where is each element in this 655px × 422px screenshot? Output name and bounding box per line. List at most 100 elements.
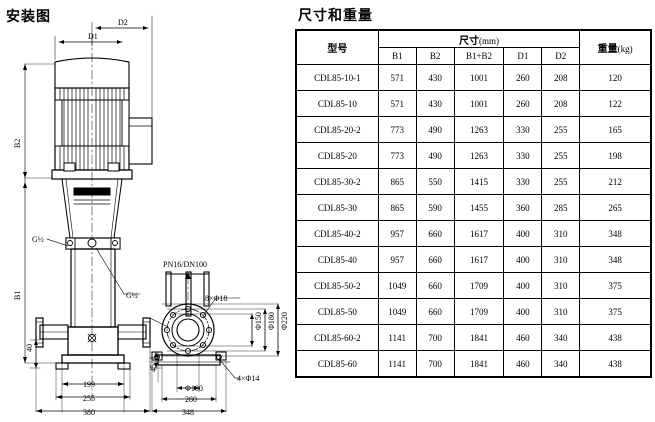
cell-model: CDL85-20-2	[296, 116, 379, 143]
cell-b1: 773	[377, 116, 417, 143]
cell-weight: 348	[579, 220, 651, 247]
cell-d2: 208	[541, 90, 581, 117]
dia-180: Φ180	[267, 312, 276, 330]
cell-d1: 400	[503, 220, 543, 247]
cell-model: CDL85-50	[296, 298, 379, 325]
cell-b1: 1141	[377, 350, 417, 377]
cell-b1: 865	[377, 194, 417, 221]
cell-weight: 198	[579, 142, 651, 169]
cell-d1: 400	[503, 246, 543, 273]
cell-b1: 571	[377, 90, 417, 117]
cell-d2: 255	[541, 116, 581, 143]
cell-b1-plus-b2: 1455	[453, 194, 505, 221]
cell-weight: 375	[579, 272, 651, 299]
cell-d1: 260	[503, 64, 543, 91]
header-dimensions-unit: (mm)	[479, 35, 499, 46]
dim-255: 255	[83, 394, 95, 403]
dim-d2: D2	[118, 18, 128, 27]
cell-b1-plus-b2: 1263	[453, 142, 505, 169]
cell-model: CDL85-10	[296, 90, 379, 117]
cell-b1-plus-b2: 1263	[453, 116, 505, 143]
dia-220: Φ220	[280, 312, 289, 330]
cell-model: CDL85-40-2	[296, 220, 379, 247]
cell-b2: 660	[415, 246, 455, 273]
dim-b1: B1	[13, 290, 22, 300]
header-b1-plus-b2: B1+B2	[453, 47, 505, 65]
cell-b1: 1141	[377, 324, 417, 351]
thread-g-half-upper: G½	[32, 235, 44, 244]
cell-b2: 430	[415, 64, 455, 91]
dim-348: 348	[182, 408, 194, 417]
cell-d1: 360	[503, 194, 543, 221]
cell-b1-plus-b2: 1001	[453, 90, 505, 117]
header-d2: D2	[541, 47, 581, 65]
cell-b2: 700	[415, 350, 455, 377]
cell-d2: 310	[541, 272, 581, 299]
cell-d2: 208	[541, 64, 581, 91]
cell-b2: 490	[415, 142, 455, 169]
table-title: 尺寸和重量	[298, 7, 373, 23]
cell-d1: 330	[503, 168, 543, 195]
cell-b1-plus-b2: 1415	[453, 168, 505, 195]
cell-b1-plus-b2: 1617	[453, 246, 505, 273]
cell-d2: 310	[541, 246, 581, 273]
cell-model: CDL85-30	[296, 194, 379, 221]
header-d1: D1	[503, 47, 543, 65]
cell-b1: 1049	[377, 298, 417, 325]
cell-b1: 865	[377, 168, 417, 195]
dim-280: 280	[185, 395, 197, 404]
cell-d1: 460	[503, 324, 543, 351]
cell-b2: 550	[415, 168, 455, 195]
cell-b1: 571	[377, 64, 417, 91]
specification-table: 型号 尺寸(mm) 重量(kg) B1 B2 B1+B2 D1 D2 CDL85…	[295, 29, 652, 378]
cell-d2: 255	[541, 142, 581, 169]
header-model: 型号	[296, 30, 379, 65]
bolt-8xd18: 8×Φ18	[205, 294, 228, 303]
cell-weight: 348	[579, 246, 651, 273]
dim-phi100: Φ100	[185, 384, 203, 393]
cell-model: CDL85-50-2	[296, 272, 379, 299]
table-header-row-2: B1 B2 B1+B2 D1 D2	[297, 47, 651, 65]
table-header-row-1: 型号 尺寸(mm) 重量(kg)	[296, 30, 651, 65]
cell-model: CDL85-40	[296, 246, 379, 273]
cell-weight: 438	[579, 324, 651, 351]
dim-40: 40	[25, 344, 34, 352]
cell-d1: 260	[503, 90, 543, 117]
cell-weight: 165	[579, 116, 651, 143]
dim-45: 45	[149, 364, 158, 372]
cell-model: CDL85-20	[296, 142, 379, 169]
cell-b1-plus-b2: 1841	[453, 324, 505, 351]
cell-d2: 340	[541, 324, 581, 351]
drawing-title: 安装图	[6, 8, 51, 24]
table-head: 型号 尺寸(mm) 重量(kg) B1 B2 B1+B2 D1 D2	[296, 30, 651, 65]
cell-d2: 285	[541, 194, 581, 221]
cell-b1: 1049	[377, 272, 417, 299]
cell-model: CDL85-60	[296, 350, 379, 377]
cell-weight: 120	[579, 64, 651, 91]
cell-model: CDL85-30-2	[296, 168, 379, 195]
thread-g-half-lower: G½	[126, 291, 138, 300]
cell-d1: 400	[503, 298, 543, 325]
cell-b2: 700	[415, 324, 455, 351]
cell-b2: 490	[415, 116, 455, 143]
cell-d1: 460	[503, 350, 543, 377]
dim-380: 380	[83, 408, 95, 417]
header-b1: B1	[377, 47, 417, 65]
dim-d1: D1	[88, 32, 98, 41]
cell-weight: 438	[579, 350, 651, 377]
cell-b2: 660	[415, 298, 455, 325]
cell-b1: 957	[377, 246, 417, 273]
cell-d1: 330	[503, 142, 543, 169]
bolt-4xd14: 4×Φ14	[237, 374, 260, 383]
cell-model: CDL85-10-1	[296, 64, 379, 91]
cell-b2: 430	[415, 90, 455, 117]
header-weight-cn: 重量	[597, 44, 618, 55]
header-weight-unit: (kg)	[617, 44, 633, 54]
